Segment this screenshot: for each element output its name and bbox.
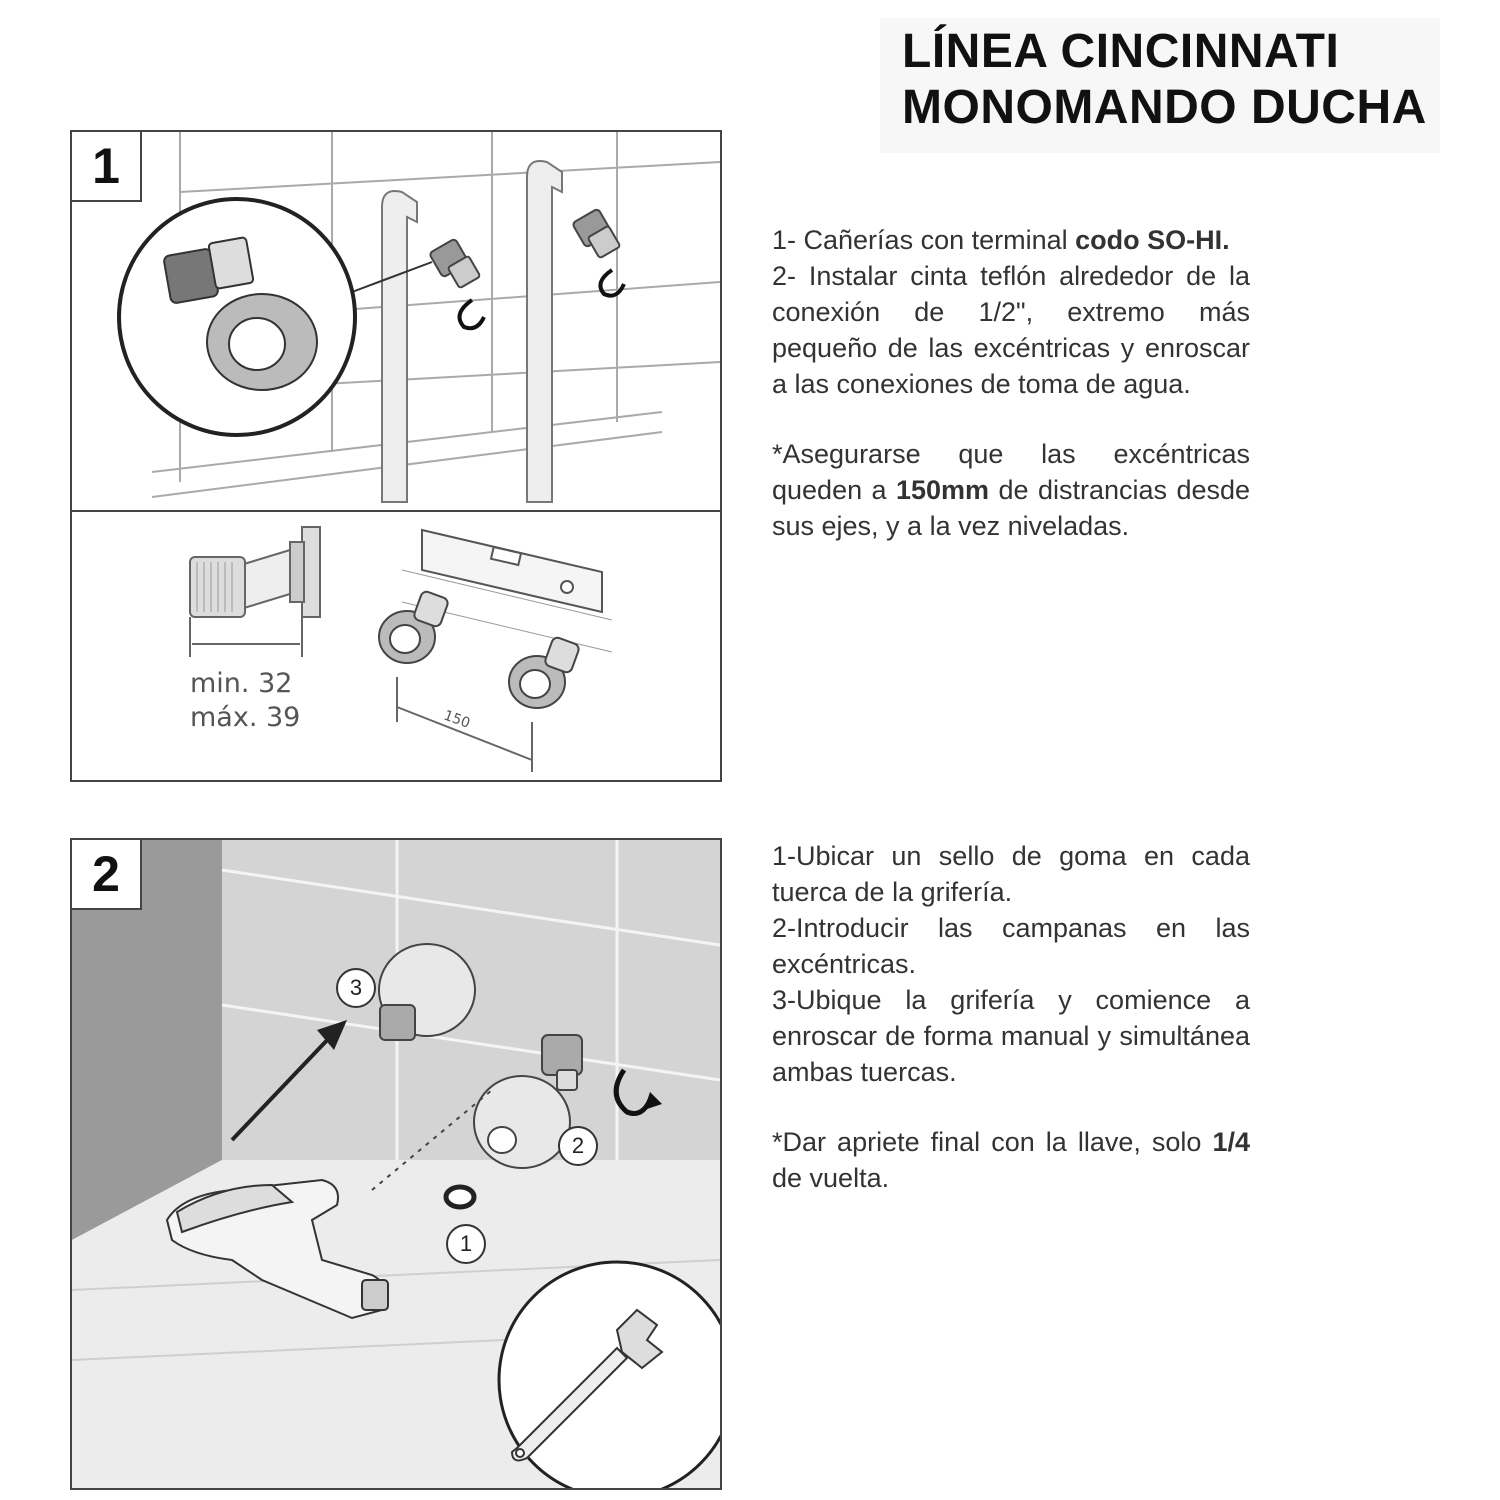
step-2-illustration — [72, 840, 720, 1488]
step-2-instruction-2: 2-Introducir las campanas en las excéntr… — [772, 913, 1250, 979]
step-1-divider — [72, 510, 720, 512]
spacing-dimension-label: 150 — [442, 708, 473, 732]
dimension-min: min. 32 — [190, 668, 293, 699]
step-1-instruction-1: 1- Cañerías con terminal codo SO-HI. — [772, 225, 1230, 255]
step-2-instruction-1: 1-Ubicar un sello de goma en cada tuerca… — [772, 841, 1250, 907]
step-1-note: *Asegurarse que las excéntricas queden a… — [772, 439, 1251, 541]
title-line-2: MONOMANDO DUCHA — [902, 81, 1427, 134]
step-1-number: 1 — [72, 132, 142, 202]
step-2-panel: 2 — [70, 838, 722, 1490]
step-2-note: *Dar apriete final con la llave, solo 1/… — [772, 1127, 1250, 1193]
dimension-max: máx. 39 — [190, 702, 301, 733]
callout-1: 1 — [446, 1224, 486, 1264]
step-2-instruction-3: 3-Ubique la grifería y comience a enrosc… — [772, 985, 1250, 1087]
step-1-instruction-2: 2- Instalar cinta teflón alrededor de la… — [772, 261, 1250, 399]
header-title-block: LÍNEA CINCINNATI MONOMANDO DUCHA — [880, 18, 1440, 153]
step-1-illustration: 150 — [117, 132, 720, 772]
step-2-number: 2 — [72, 840, 142, 910]
title-line-1: LÍNEA CINCINNATI — [902, 25, 1340, 78]
callout-2: 2 — [558, 1126, 598, 1166]
step-1-panel: 1 — [70, 130, 722, 782]
step-2-instructions: 1-Ubicar un sello de goma en cada tuerca… — [772, 838, 1250, 1196]
callout-3: 3 — [336, 968, 376, 1008]
step-1-instructions: 1- Cañerías con terminal codo SO-HI. 2- … — [772, 222, 1250, 544]
